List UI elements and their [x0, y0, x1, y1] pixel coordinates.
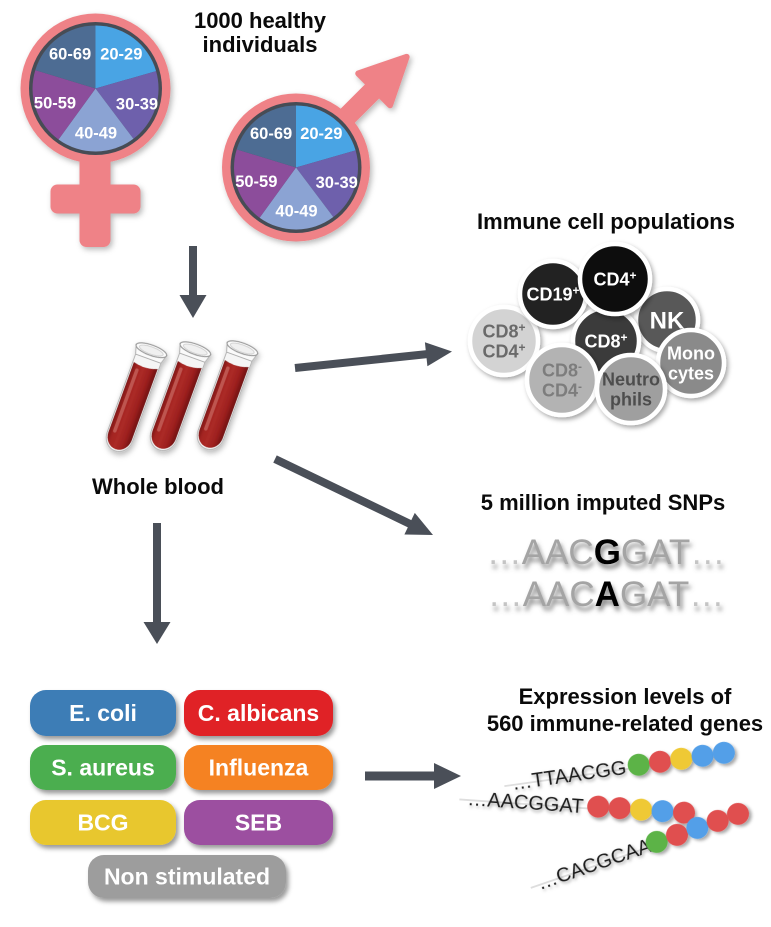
svg-text:20-29: 20-29 [100, 45, 142, 63]
svg-text:40-49: 40-49 [75, 124, 117, 142]
svg-text:60-69: 60-69 [250, 125, 292, 143]
svg-text:CD8+: CD8+ [482, 321, 525, 342]
svg-text:Whole blood: Whole blood [92, 474, 224, 499]
svg-text:BCG: BCG [77, 810, 128, 836]
svg-text:30-39: 30-39 [316, 174, 358, 192]
svg-text:20-29: 20-29 [300, 125, 342, 143]
svg-text:SEB: SEB [235, 810, 282, 836]
svg-text:30-39: 30-39 [116, 95, 158, 113]
svg-text:cytes: cytes [668, 364, 714, 384]
svg-text:E. coli: E. coli [69, 700, 137, 726]
svg-text:S. aureus: S. aureus [51, 755, 155, 781]
svg-text:1000 healthy: 1000 healthy [194, 8, 327, 33]
svg-text:40-49: 40-49 [275, 203, 317, 221]
svg-text:CD19+: CD19+ [526, 284, 579, 305]
svg-text:50-59: 50-59 [235, 173, 277, 191]
svg-text:50-59: 50-59 [34, 94, 76, 112]
svg-text:…AACGGAT…: …AACGGAT… [487, 533, 726, 572]
svg-text:CD4-: CD4- [542, 380, 582, 401]
svg-text:Influenza: Influenza [209, 755, 309, 781]
svg-text:5 million imputed SNPs: 5 million imputed SNPs [481, 490, 725, 515]
svg-text:individuals: individuals [203, 32, 318, 57]
svg-text:Non stimulated: Non stimulated [104, 864, 270, 890]
svg-text:CD4+: CD4+ [593, 269, 636, 290]
svg-text:CD4+: CD4+ [482, 341, 525, 362]
svg-text:CD8+: CD8+ [584, 331, 627, 352]
svg-text:Mono: Mono [667, 344, 715, 364]
svg-text:phils: phils [610, 390, 652, 410]
svg-text:Neutro: Neutro [602, 370, 660, 390]
svg-text:Immune cell populations: Immune cell populations [477, 209, 735, 234]
svg-text:CD8-: CD8- [542, 360, 582, 381]
svg-text:C. albicans: C. albicans [198, 700, 319, 726]
svg-text:60-69: 60-69 [49, 45, 91, 63]
svg-text:560 immune-related genes: 560 immune-related genes [487, 711, 763, 736]
svg-text:…AACAGAT…: …AACAGAT… [488, 575, 725, 614]
svg-text:Expression levels of: Expression levels of [519, 684, 732, 709]
